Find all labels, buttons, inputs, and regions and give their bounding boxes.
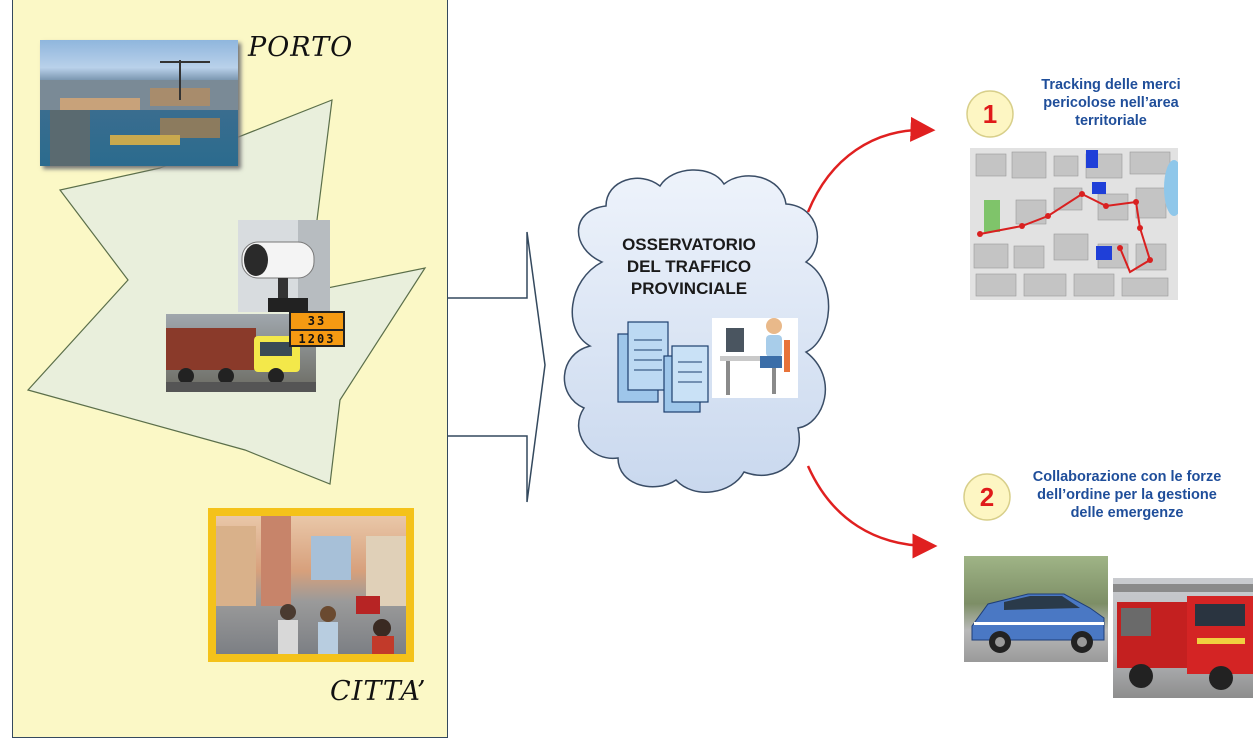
server-icon — [617, 321, 709, 413]
badge-1-number: 1 — [982, 99, 998, 129]
hazard-plate: 33 1203 — [289, 311, 345, 347]
hazard-number: 33 — [291, 313, 343, 331]
caption-1: Tracking delle merci pericolose nell’are… — [1012, 76, 1210, 130]
badge-1: 1 — [967, 91, 1013, 137]
caption-2-line-1: Collaborazione con le forze — [1032, 469, 1222, 485]
caption-2: Collaborazione con le forze dell’ordine … — [1012, 468, 1242, 522]
red-arrow-1 — [806, 116, 936, 213]
port-photo — [40, 40, 238, 166]
flow-arrow — [448, 231, 546, 503]
observatory-cloud — [563, 169, 830, 493]
fire-truck-icon — [1113, 578, 1253, 698]
caption-2-line-3: delle emergenze — [1070, 505, 1184, 521]
operator-at-desk-icon — [712, 318, 798, 398]
observatory-line-3: PROVINCIALE — [630, 279, 748, 298]
street-map-icon — [970, 148, 1178, 300]
observatory-line-1: OSSERVATORIO — [622, 235, 756, 254]
badge-2: 2 — [964, 474, 1010, 520]
observatory-line-2: DEL TRAFFICO — [626, 257, 752, 276]
number-badge-2 — [963, 473, 1011, 521]
observatory-title: OSSERVATORIO DEL TRAFFICO PROVINCIALE — [604, 234, 774, 300]
red-arrow-2 — [806, 465, 938, 559]
caption-1-line-1: Tracking delle merci — [1041, 77, 1181, 93]
badge-2-number: 2 — [979, 482, 995, 512]
caption-1-line-3: territoriale — [1075, 113, 1147, 129]
city-photo — [208, 508, 414, 662]
port-illustration — [40, 60, 238, 166]
porto-label: PORTO — [248, 32, 354, 63]
police-car-icon — [964, 556, 1108, 662]
un-number: 1203 — [298, 332, 336, 346]
caption-1-line-2: pericolose nell’area — [1043, 95, 1179, 111]
citta-label: CITTA’ — [330, 676, 427, 707]
truck-icon — [166, 314, 316, 392]
caption-2-line-2: dell’ordine per la gestione — [1037, 487, 1217, 503]
number-badge-1 — [966, 90, 1014, 138]
cctv-camera-icon — [238, 220, 330, 312]
